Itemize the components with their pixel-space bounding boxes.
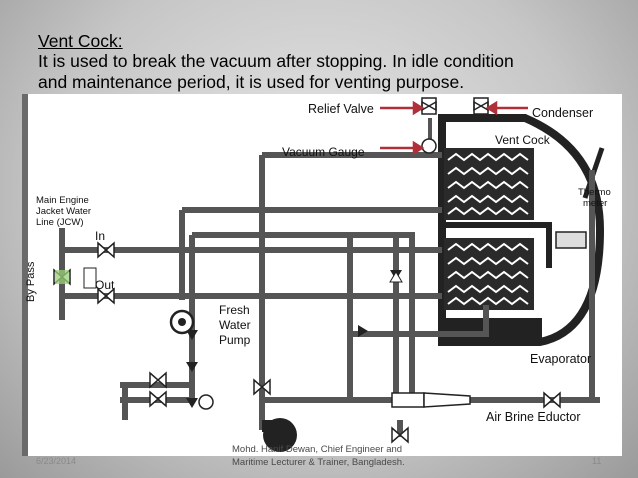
in-valve-icon xyxy=(97,241,115,259)
generator-shell xyxy=(438,114,605,346)
bottom-valve-icon xyxy=(391,426,409,444)
evaporator-coil-lines xyxy=(447,242,529,306)
pump-valve-icon xyxy=(253,378,271,396)
body-line: It is used to break the vacuum after sto… xyxy=(38,51,514,71)
pump-outlet xyxy=(262,420,282,432)
separator-baffle xyxy=(546,228,552,268)
line-valve-icon xyxy=(149,371,167,389)
in-label: In xyxy=(95,229,105,243)
eductor-body xyxy=(391,392,425,408)
eductor-valve-icon xyxy=(543,391,561,409)
relief-valve-label: Relief Valve xyxy=(308,102,374,116)
footer-credit-line: Maritime Lecturer & Trainer, Bangladesh. xyxy=(232,457,405,468)
bypass-box xyxy=(83,267,97,289)
relief-valve-box xyxy=(421,97,437,115)
main-engine-label-1: Main Engine xyxy=(36,195,89,206)
vacuum-gauge-icon xyxy=(421,138,437,154)
fresh-water-label-3: Pump xyxy=(219,333,251,347)
out-valve-icon xyxy=(97,287,115,305)
condenser-coil-lines xyxy=(447,152,529,216)
slide-body: It is used to break the vacuum after sto… xyxy=(38,51,628,93)
eductor-nozzle xyxy=(423,392,471,408)
hatched-plate xyxy=(555,231,587,249)
main-engine-label-2: Jacket Water xyxy=(36,206,91,217)
evaporator-label: Evaporator xyxy=(530,352,591,366)
line-valve-2-icon xyxy=(149,390,167,408)
separator-plate xyxy=(442,222,552,228)
condenser-label: Condenser xyxy=(532,106,593,120)
out-label: Out xyxy=(95,278,115,292)
main-engine-label-3: Line (JCW) xyxy=(36,217,84,228)
slide-title: Vent Cock: xyxy=(38,31,123,51)
bypass-box-green xyxy=(55,270,69,284)
fresh-water-generator-diagram: Relief Valve Condenser Vent Cock Vacuum … xyxy=(22,94,622,456)
check-valve-5-icon xyxy=(186,362,198,372)
scan-edge xyxy=(22,94,28,456)
vent-cock-box xyxy=(473,97,489,115)
page-number: 11 xyxy=(592,456,602,466)
check-valves xyxy=(186,270,403,408)
thermometer-label-1: Thermo xyxy=(578,187,611,198)
evaporator-bottom xyxy=(442,318,542,342)
by-pass-label: By Pass xyxy=(25,261,37,302)
pump-hub-icon xyxy=(178,318,186,326)
valves xyxy=(53,97,561,444)
check-valve-3-icon xyxy=(358,325,368,337)
body-line: and maintenance period, it is used for v… xyxy=(38,72,465,92)
thermometer-label-2: meter xyxy=(583,198,607,209)
air-brine-eductor-label: Air Brine Eductor xyxy=(486,410,580,424)
footer-credit: Mohd. Hanif Dewan, Chief Engineer and Ma… xyxy=(232,443,432,469)
check-valve-2-icon xyxy=(389,271,403,283)
fresh-water-label-1: Fresh xyxy=(219,303,250,317)
vent-cock-label: Vent Cock xyxy=(495,133,551,147)
label-arrows xyxy=(380,100,528,156)
vacuum-gauge-label: Vacuum Gauge xyxy=(282,145,365,159)
check-valve-6-icon xyxy=(186,398,198,408)
footer-credit-line: Mohd. Hanif Dewan, Chief Engineer and xyxy=(232,444,403,455)
fresh-water-label-2: Water xyxy=(219,318,251,332)
pressure-gauge-icon xyxy=(198,394,214,410)
check-valve-4-icon xyxy=(186,330,198,340)
footer-date: 6/23/2014 xyxy=(36,456,77,466)
